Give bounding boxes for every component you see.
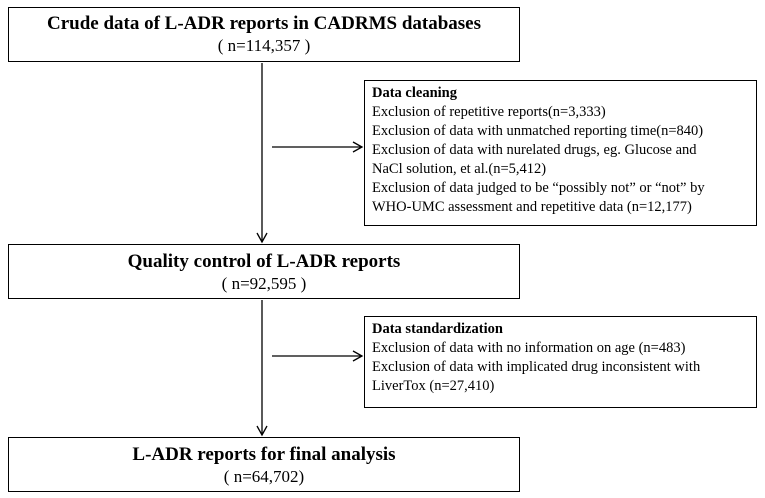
data-standardization-title: Data standardization [372,321,503,337]
step-crude-data-title: Crude data of L-ADR reports in CADRMS da… [46,13,481,34]
step-quality-control-count: ( n=92,595 ) [221,274,307,293]
data-cleaning-line: Exclusion of data judged to be “possibly… [372,180,705,196]
data-standardization-box: Data standardization Exclusion of data w… [364,316,757,408]
data-cleaning-line: NaCl solution, et al.(n=5,412) [372,161,547,177]
data-cleaning-line: Exclusion of data with nurelated drugs, … [372,142,697,158]
data-standardization-line: Exclusion of data with no information on… [372,340,686,356]
step-final-analysis-title: L-ADR reports for final analysis [132,444,396,465]
step-crude-data-box: Crude data of L-ADR reports in CADRMS da… [8,7,520,62]
data-cleaning-line: WHO-UMC assessment and repetitive data (… [372,199,692,215]
data-standardization-line: LiverTox (n=27,410) [372,378,495,394]
data-cleaning-line: Exclusion of repetitive reports(n=3,333) [372,104,606,120]
step-quality-control-title: Quality control of L-ADR reports [127,251,401,272]
step-final-analysis-box: L-ADR reports for final analysis ( n=64,… [8,437,520,492]
data-cleaning-title: Data cleaning [372,85,457,101]
data-cleaning-box: Data cleaning Exclusion of repetitive re… [364,80,757,226]
data-standardization-line: Exclusion of data with implicated drug i… [372,359,701,375]
data-cleaning-line: Exclusion of data with unmatched reporti… [372,123,704,139]
step-final-analysis-count: ( n=64,702) [223,467,305,486]
step-quality-control-box: Quality control of L-ADR reports ( n=92,… [8,244,520,299]
step-crude-data-count: ( n=114,357 ) [217,36,311,55]
